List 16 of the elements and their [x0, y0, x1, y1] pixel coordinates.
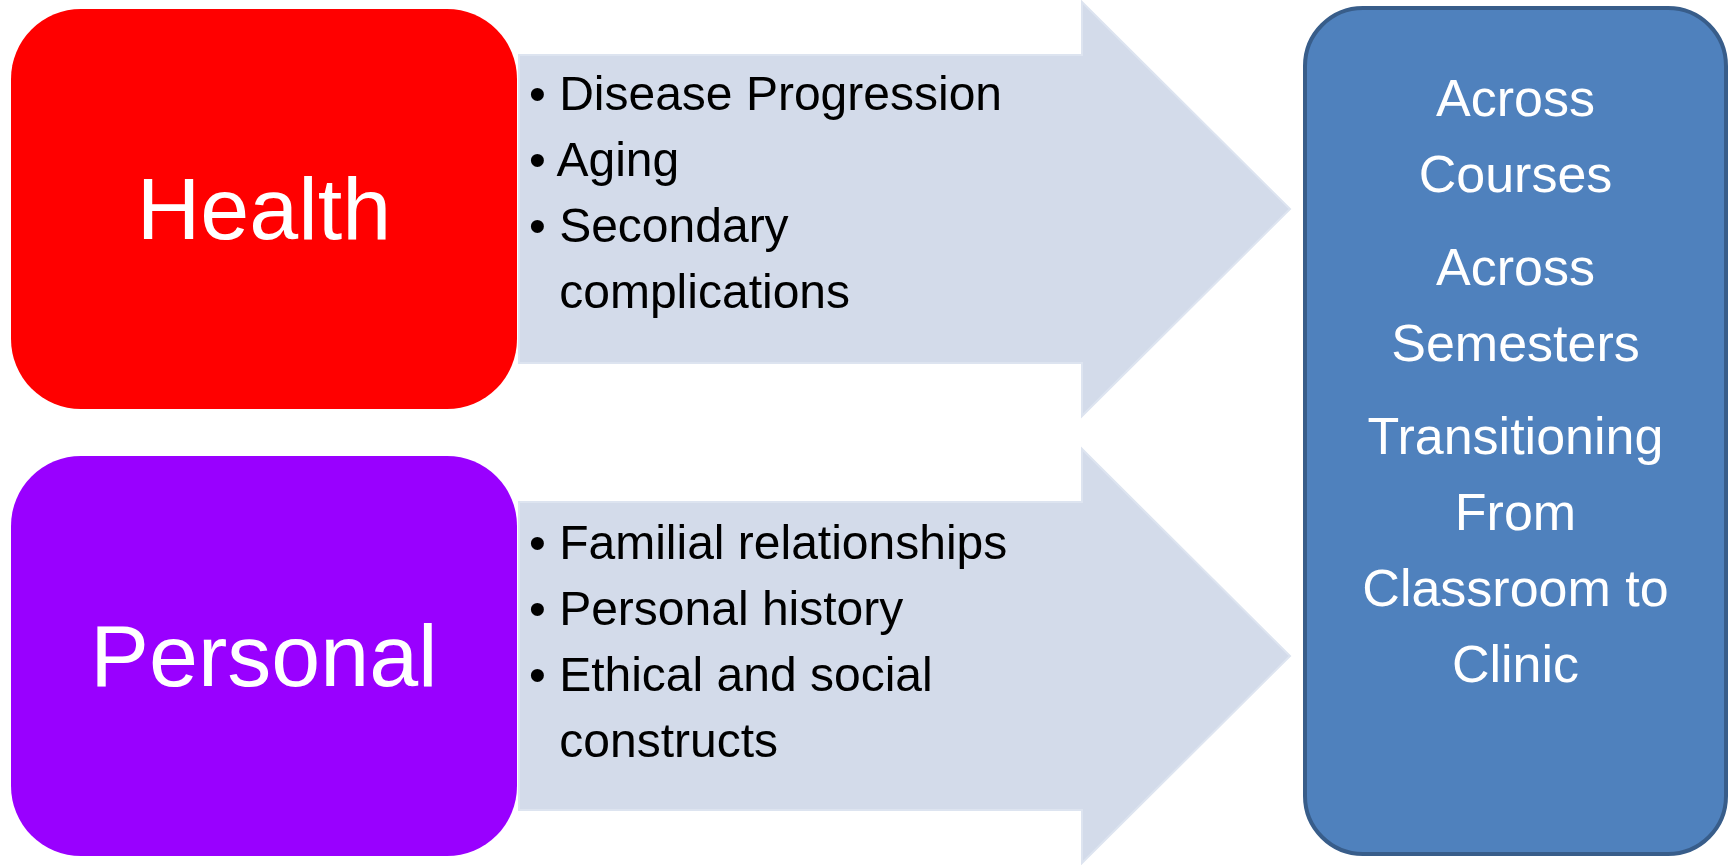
block-arrow — [518, 446, 1292, 865]
bullet-item: • Aging — [529, 132, 681, 188]
outcome-text: Across Semesters — [1390, 237, 1641, 374]
outcome-text: Transitioning From Classroom to Clinic — [1361, 406, 1670, 695]
bullet-item: • Familial relationships — [529, 515, 1009, 571]
block-arrow — [518, 0, 1292, 419]
bullet-item: • Personal history — [529, 581, 905, 637]
bullet-item: • Ethical and social constructs — [529, 647, 934, 769]
box-label: Personal — [90, 605, 438, 707]
category-box — [11, 9, 517, 409]
category-box — [11, 456, 517, 856]
box-label: Health — [136, 158, 392, 260]
bullet-item: • Disease Progression — [529, 66, 1003, 122]
outcome-box — [1303, 6, 1728, 856]
bullet-item: • Secondary complications — [529, 198, 852, 320]
outcome-text: Across Courses — [1417, 68, 1614, 205]
